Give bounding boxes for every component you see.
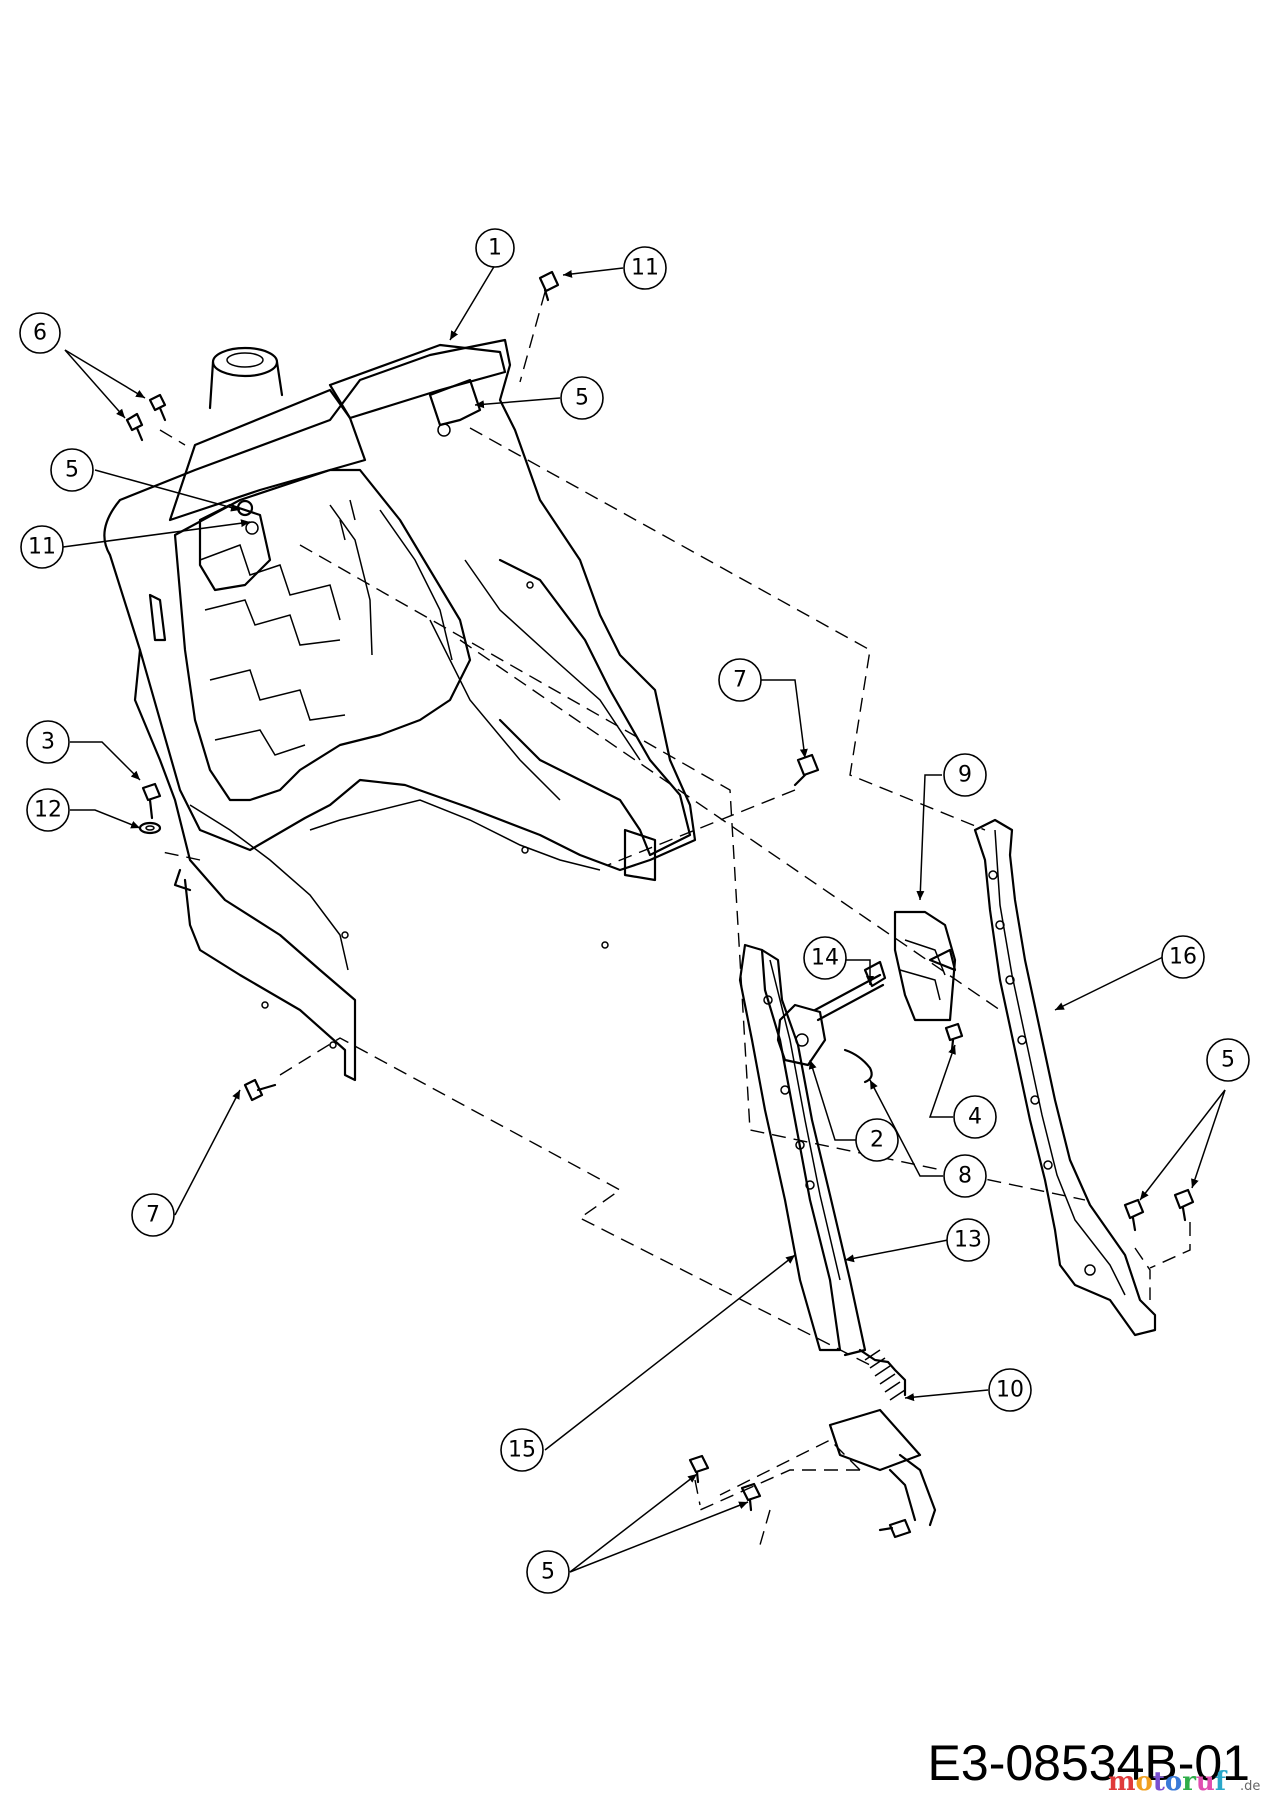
svg-text:7: 7 bbox=[146, 1203, 160, 1228]
svg-text:7: 7 bbox=[733, 668, 747, 693]
callout-6: 6 bbox=[19, 312, 61, 354]
screw-7-right bbox=[793, 753, 820, 787]
drawing-reference: E3-08534B-01 bbox=[928, 1735, 1250, 1791]
leader-lines bbox=[62, 264, 1226, 1573]
screw-11-top bbox=[538, 270, 560, 302]
assembly-lines bbox=[159, 291, 1191, 1546]
callout-1: 1 bbox=[475, 228, 515, 268]
svg-text:5: 5 bbox=[575, 386, 589, 411]
svg-text:13: 13 bbox=[954, 1228, 982, 1253]
callout-5: 5 bbox=[50, 448, 94, 492]
rail-16 bbox=[973, 818, 1195, 1337]
callout-15: 15 bbox=[500, 1428, 544, 1472]
callout-7: 7 bbox=[131, 1193, 175, 1237]
svg-text:12: 12 bbox=[34, 798, 62, 823]
callout-11: 11 bbox=[20, 525, 64, 569]
callout-5: 5 bbox=[560, 376, 604, 420]
screw-7-left bbox=[243, 1078, 277, 1102]
callout-2: 2 bbox=[855, 1118, 899, 1162]
svg-text:6: 6 bbox=[33, 321, 47, 346]
callout-11: 11 bbox=[623, 246, 667, 290]
callout-5: 5 bbox=[1206, 1038, 1250, 1082]
callout-12: 12 bbox=[26, 788, 70, 832]
svg-text:11: 11 bbox=[28, 535, 56, 560]
svg-text:15: 15 bbox=[508, 1438, 536, 1463]
svg-text:4: 4 bbox=[968, 1105, 982, 1130]
callout-9: 9 bbox=[943, 753, 987, 797]
pedal-assembly bbox=[688, 943, 964, 1539]
callout-3: 3 bbox=[26, 720, 70, 764]
callout-16: 16 bbox=[1161, 935, 1205, 979]
svg-text:9: 9 bbox=[958, 763, 972, 788]
callout-8: 8 bbox=[943, 1154, 987, 1198]
svg-text:14: 14 bbox=[811, 946, 839, 971]
pedal-guard-9 bbox=[893, 910, 957, 1022]
screws-6 bbox=[125, 393, 167, 442]
callouts: 1 11 6 5 5 11 3 12 7 7 9 14 16 5 4 2 8 1… bbox=[19, 228, 1250, 1594]
svg-text:3: 3 bbox=[41, 730, 55, 755]
svg-text:8: 8 bbox=[958, 1164, 972, 1189]
svg-text:5: 5 bbox=[1221, 1048, 1235, 1073]
dash-panel-part bbox=[103, 338, 697, 1082]
svg-text:5: 5 bbox=[65, 458, 79, 483]
svg-text:16: 16 bbox=[1169, 945, 1197, 970]
svg-text:2: 2 bbox=[870, 1128, 884, 1153]
callout-14: 14 bbox=[803, 936, 847, 980]
watermark: motoruf .de bbox=[1108, 1767, 1260, 1797]
svg-text:1: 1 bbox=[488, 236, 502, 261]
svg-text:motoruf: motoruf bbox=[1108, 1767, 1228, 1797]
watermark-suffix: .de bbox=[1240, 1779, 1260, 1794]
bolt-3-washer-12 bbox=[138, 782, 162, 835]
callout-7: 7 bbox=[718, 658, 762, 702]
svg-text:5: 5 bbox=[541, 1560, 555, 1585]
svg-text:11: 11 bbox=[631, 256, 659, 281]
callout-5: 5 bbox=[526, 1550, 570, 1594]
callout-4: 4 bbox=[953, 1095, 997, 1139]
callout-10: 10 bbox=[988, 1368, 1032, 1412]
callout-13: 13 bbox=[946, 1218, 990, 1262]
svg-text:10: 10 bbox=[996, 1378, 1024, 1403]
